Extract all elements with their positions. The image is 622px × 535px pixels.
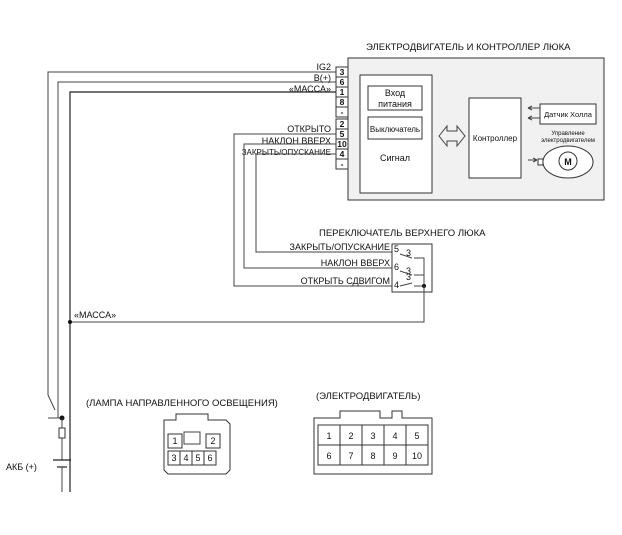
- wire-label-close: ЗАКРЫТЬ/ОПУСКАНИЕ: [242, 148, 331, 157]
- motor-control-label-2: электродвигателем: [541, 138, 595, 144]
- wire-massa: [69, 91, 336, 492]
- motor-connector-title: (ЭЛЕКТРОДВИГАТЕЛЬ): [316, 391, 420, 402]
- power-input-label-2: питания: [378, 99, 412, 109]
- motor-pin: 10: [412, 451, 422, 461]
- hall-sensor-box: [539, 103, 597, 125]
- switch-pin: 6: [394, 262, 399, 272]
- motor-symbol: [558, 151, 578, 171]
- power-input-label-1: Вход: [385, 88, 406, 98]
- massa-bottom-label: «МАССА»: [74, 310, 116, 320]
- motor-pin-cell: [405, 444, 429, 466]
- wire-label-ig2: IG2: [316, 62, 331, 72]
- motor-pin: 6: [326, 451, 331, 461]
- motor-label: М: [564, 157, 572, 167]
- switch-contact-icon: [399, 253, 413, 287]
- wire-label-massa: «МАССА»: [289, 84, 331, 94]
- lamp-pin: 3: [171, 453, 176, 463]
- pin-label: 4: [340, 149, 345, 159]
- switch-row-label: НАКЛОН ВВЕРХ: [321, 258, 390, 268]
- power-input-box: [367, 85, 423, 111]
- motor-control-label-1: Управление: [551, 131, 585, 137]
- connector-pins: 3 6 1 8 - 2 5 10 4 -: [335, 66, 349, 170]
- pin-label: 2: [340, 119, 345, 129]
- lamp-connector-key: [183, 431, 201, 445]
- motor-shaft: [537, 158, 544, 166]
- pin-label: 1: [340, 87, 345, 97]
- wire-label-tilt: НАКЛОН ВВЕРХ: [262, 136, 331, 146]
- motor-pin: 5: [414, 431, 419, 441]
- wire-open: [233, 133, 392, 287]
- battery-label: АКБ (+): [6, 462, 37, 472]
- ground-junction-dot: [68, 320, 72, 324]
- motor-pin: 9: [392, 451, 397, 461]
- lamp-pin: 4: [183, 453, 188, 463]
- pin-label: 3: [340, 67, 345, 77]
- switch-label: Выключатель: [370, 125, 420, 134]
- arrow-left-icon: [527, 105, 533, 111]
- switch-pin: 5: [394, 244, 399, 254]
- pin-label: -: [341, 107, 344, 117]
- lamp-pin-cell: [167, 433, 183, 449]
- wire-label-b-plus: B(+): [314, 73, 331, 83]
- signal-label: Сигнал: [380, 153, 410, 163]
- wire-b-plus: [57, 81, 336, 418]
- wire-ig2: [47, 71, 336, 395]
- lamp-pin: 2: [210, 436, 215, 446]
- pin-label: 6: [340, 77, 345, 87]
- motor-pin: 3: [370, 431, 375, 441]
- motor-pin: 2: [348, 431, 353, 441]
- lamp-pin: 1: [172, 436, 177, 446]
- lamp-pin-cell: [205, 433, 221, 449]
- switch-pin: 4: [394, 280, 399, 290]
- switch-common-line: [414, 257, 425, 287]
- bidirectional-arrow-icon: [438, 124, 466, 148]
- motor-pin: 1: [326, 431, 331, 441]
- switch-unit-title: ПЕРЕКЛЮЧАТЕЛЬ ВЕРХНЕГО ЛЮКА: [319, 228, 486, 239]
- arrow-right-icon: [532, 157, 538, 163]
- motor-pin: 7: [348, 451, 353, 461]
- wire-close: [255, 153, 392, 253]
- ig2-switch-icon: [47, 394, 59, 418]
- arrow-left-icon-2: [527, 115, 533, 121]
- pin-label: 5: [340, 129, 345, 139]
- switch-row-label: ЗАКРЫТЬ/ОПУСКАНИЕ: [290, 242, 390, 252]
- wire-label-open: ОТКРЫТО: [287, 124, 331, 134]
- wire-switch-ground: [70, 286, 425, 323]
- controller-box: [468, 97, 522, 179]
- switch-common: 3: [406, 248, 411, 258]
- pin-label: -: [341, 159, 344, 169]
- fuse-icon: [58, 427, 66, 439]
- lamp-pin: 6: [207, 453, 212, 463]
- wire-tilt: [243, 143, 392, 269]
- switch-unit-box: [391, 243, 433, 293]
- switch-row-label: ОТКРЫТЬ СДВИГОМ: [301, 276, 390, 286]
- pin-label: 8: [340, 97, 345, 107]
- switch-box: [367, 116, 423, 140]
- switch-common: 3: [406, 272, 411, 282]
- lamp-pin-cell: [203, 450, 217, 466]
- motor-pin: 4: [392, 431, 397, 441]
- motor-pin: 8: [370, 451, 375, 461]
- module-title: ЭЛЕКТРОДВИГАТЕЛЬ И КОНТРОЛЛЕР ЛЮКА: [366, 42, 571, 53]
- switch-common: 3: [406, 266, 411, 276]
- hall-sensor-label: Датчик Холла: [544, 110, 593, 119]
- pin-label: 10: [337, 139, 347, 149]
- controller-label: Контроллер: [473, 134, 518, 143]
- lamp-connector-title: (ЛАМПА НАПРАВЛЕННОГО ОСВЕЩЕНИЯ): [86, 398, 278, 409]
- lamp-pin: 5: [195, 453, 200, 463]
